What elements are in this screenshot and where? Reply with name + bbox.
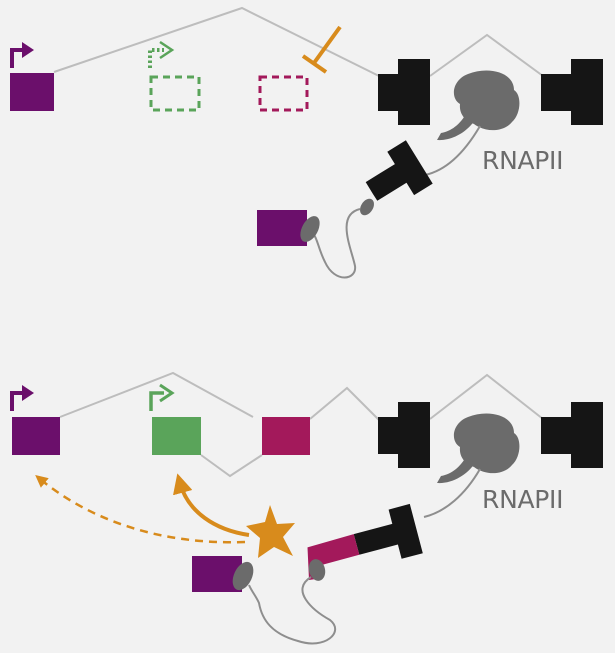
active-green-tss-arrowhead [159,383,175,403]
top-intron-line [53,6,380,77]
top-cap-oval-exon [300,216,320,242]
bottom-intron-line [59,371,254,418]
star-icon [246,505,295,558]
top-black-exon-1 [378,59,430,125]
bottom-rnapii-label: RNAPII [482,485,564,514]
dashed-arrow-icon [35,475,246,544]
tss-arrow-icon [10,48,26,68]
bottom-intron-line-2 [200,454,263,478]
cryptic-tss-arrow-icon [148,48,164,68]
repressor-tbar-icon [301,54,328,74]
bottom-splicing-complex [353,503,423,559]
top-panel [10,6,603,279]
green-exon [152,417,201,455]
bottom-black-exon-1 [378,402,430,468]
top-tether-rna [312,208,361,279]
bottom-tss-arrowhead [22,385,34,401]
magenta-exon [262,417,310,455]
bottom-tether-rna [248,576,337,645]
bottom-intron-line-3 [309,386,381,422]
curved-arrow-icon [173,473,250,537]
top-spliced-purple-exon [257,210,307,246]
cryptic-tss-arrowhead [159,40,175,60]
tss-arrowhead [22,42,34,58]
bottom-purple-exon [12,417,60,455]
bottom-complex-magenta-exon [307,534,360,580]
repressor-tbar-stem [312,25,342,65]
purple-exon [10,73,54,111]
cryptic-green-exon [149,75,201,112]
bottom-polymerase-icon [453,413,520,474]
bottom-tether-polymerase [423,468,481,518]
bottom-tss-arrow-icon [10,391,26,411]
bottom-panel [10,371,603,645]
bottom-intron-line-4 [429,373,544,420]
bottom-polymerase-tail [437,457,475,484]
bottom-cap-oval [308,559,326,581]
top-black-exon-2 [541,59,603,125]
top-tether-polymerase [424,125,481,176]
top-cap-oval [360,198,374,216]
top-rnapii-label: RNAPII [482,146,564,175]
bottom-cap-oval-exon [232,561,254,591]
active-green-tss-icon [149,391,164,411]
skipped-magenta-exon [258,75,309,112]
top-splicing-complex [365,140,433,201]
bottom-black-exon-2 [541,402,603,468]
polymerase-tail [437,114,475,141]
top-intron-line-right [429,33,544,77]
polymerase-icon [453,70,520,131]
